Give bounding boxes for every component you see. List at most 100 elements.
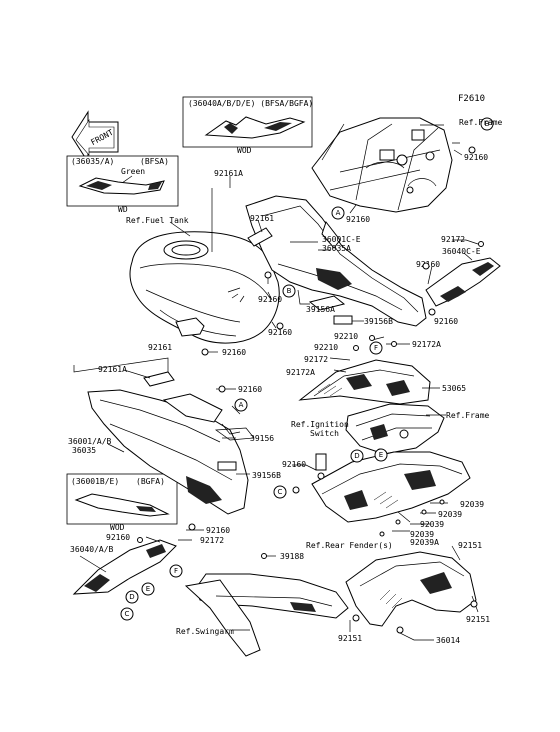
part-label: 92210: [334, 332, 358, 341]
front-arrow-badge: FRONT: [71, 110, 119, 164]
callout-c-mid: C: [273, 485, 287, 499]
fuel-tank: [129, 231, 280, 356]
part-label: 92160: [268, 328, 292, 337]
ref-fuel-tank: Ref.Fuel Tank: [126, 216, 189, 225]
right-shroud: [245, 195, 427, 327]
part-label: 92160: [258, 295, 282, 304]
small-cowl-left: [72, 523, 196, 595]
inset-left-top-code: (36035/A): [71, 157, 114, 166]
part-label: 36001C-E: [322, 235, 361, 244]
ignition-switch: [315, 453, 327, 480]
part-label: 36035: [72, 446, 96, 455]
part-label: 39156B: [364, 317, 393, 326]
svg-text:B: B: [485, 120, 490, 128]
strip-92161-top: [247, 227, 273, 247]
part-label: 39156: [250, 434, 274, 443]
inset-left-bottom: (36001B/E) (BGFA) WOD: [66, 473, 178, 532]
part-label: 92151: [458, 541, 482, 550]
rear-fender: [345, 551, 477, 627]
svg-text:D: D: [129, 593, 134, 601]
tail-tray: [298, 359, 431, 405]
strip-92161-left: [143, 371, 175, 387]
part-label: 92161: [148, 343, 172, 352]
strip-39156-left: [221, 423, 241, 435]
part-label: 92160: [346, 215, 370, 224]
callout-f-top: F: [369, 341, 383, 355]
rear-frame-mid: [345, 403, 445, 455]
inset-left-bottom-caption: WOD: [110, 523, 125, 532]
part-label: 92161A: [98, 365, 127, 374]
strip-39156b-left: [217, 461, 237, 471]
part-label: 92151: [338, 634, 362, 643]
part-label: 53065: [442, 384, 466, 393]
callout-d-low: D: [125, 590, 139, 604]
svg-text:F: F: [374, 344, 378, 352]
callout-b-mid: B: [282, 284, 296, 298]
inset-top-header: (36040A/B/D/E) (BFSA/BGFA): [188, 99, 313, 108]
callout-e-low: E: [141, 582, 155, 596]
inset-left-bottom-variant: (BGFA): [136, 477, 165, 486]
svg-text:C: C: [125, 610, 130, 618]
callout-f-low: F: [169, 564, 183, 578]
small-cowl-right: [425, 241, 501, 307]
svg-text:A: A: [239, 401, 244, 409]
part-label: 36040/A/B: [70, 545, 114, 554]
part-label: 92039: [460, 500, 484, 509]
part-label: 92039: [420, 520, 444, 529]
svg-text:C: C: [278, 488, 283, 496]
part-label: 92210: [314, 343, 338, 352]
svg-text:D: D: [354, 452, 359, 460]
part-label: 39156A: [306, 305, 335, 314]
strip-39156b-top: [333, 315, 353, 325]
inset-left-top: (36035/A) (BFSA) Green WD: [66, 155, 179, 214]
fasteners: [137, 146, 478, 634]
part-label: 92160: [282, 460, 306, 469]
ref-rear-fender: Ref.Rear Fender(s): [306, 541, 393, 550]
callout-c-low: C: [120, 607, 134, 621]
part-label: 92151: [466, 615, 490, 624]
rear-inner-fender: [311, 448, 471, 523]
part-label: 92172: [441, 235, 465, 244]
callout-d-mid: D: [350, 449, 364, 463]
figure-code: F2610: [458, 94, 485, 104]
inset-left-top-caption: WD: [118, 205, 128, 214]
ref-ignition-line1: Ref.Ignition: [291, 420, 349, 429]
part-label: 92160: [106, 533, 130, 542]
callout-e-mid: E: [374, 448, 388, 462]
part-label: 92161: [250, 214, 274, 223]
part-label: 39156B: [252, 471, 281, 480]
leader-lines: [73, 124, 479, 641]
ref-frame-top: Ref.Frame: [459, 118, 503, 127]
svg-text:A: A: [336, 209, 341, 217]
callout-a-mid: A: [234, 398, 248, 412]
part-label: 36001/A/B: [68, 437, 112, 446]
part-label: 92172: [304, 355, 328, 364]
svg-text:B: B: [287, 287, 292, 295]
svg-text:E: E: [379, 451, 383, 459]
ref-swingarm: Ref.Swingarm: [176, 627, 234, 636]
inset-left-bottom-code: (36001B/E): [71, 477, 119, 486]
ref-ignition-line2: Switch: [310, 429, 339, 438]
svg-text:F: F: [174, 567, 178, 575]
inset-left-top-variant: (BFSA): [140, 157, 169, 166]
part-label: 36040C-E: [442, 247, 481, 256]
part-label: 92039: [438, 510, 462, 519]
part-label: 92172A: [412, 340, 441, 349]
svg-text:E: E: [146, 585, 150, 593]
callout-b-top: B: [480, 117, 494, 131]
inset-left-top-color: Green: [121, 167, 145, 176]
part-label: 92172A: [286, 368, 315, 377]
part-label: 92172: [200, 536, 224, 545]
swingarm: [184, 573, 349, 657]
part-label: 36035A: [322, 244, 351, 253]
part-label: 39188: [280, 552, 304, 561]
part-label: 92161A: [214, 169, 243, 178]
part-label: 92160: [222, 348, 246, 357]
part-label: 92039A: [410, 538, 439, 547]
strip-39156a: [308, 295, 346, 311]
ref-frame-mid: Ref.Frame: [446, 411, 490, 420]
callout-a-top: A: [331, 206, 345, 220]
part-label: 92039: [410, 530, 434, 539]
inset-left-top-box: [66, 155, 179, 207]
